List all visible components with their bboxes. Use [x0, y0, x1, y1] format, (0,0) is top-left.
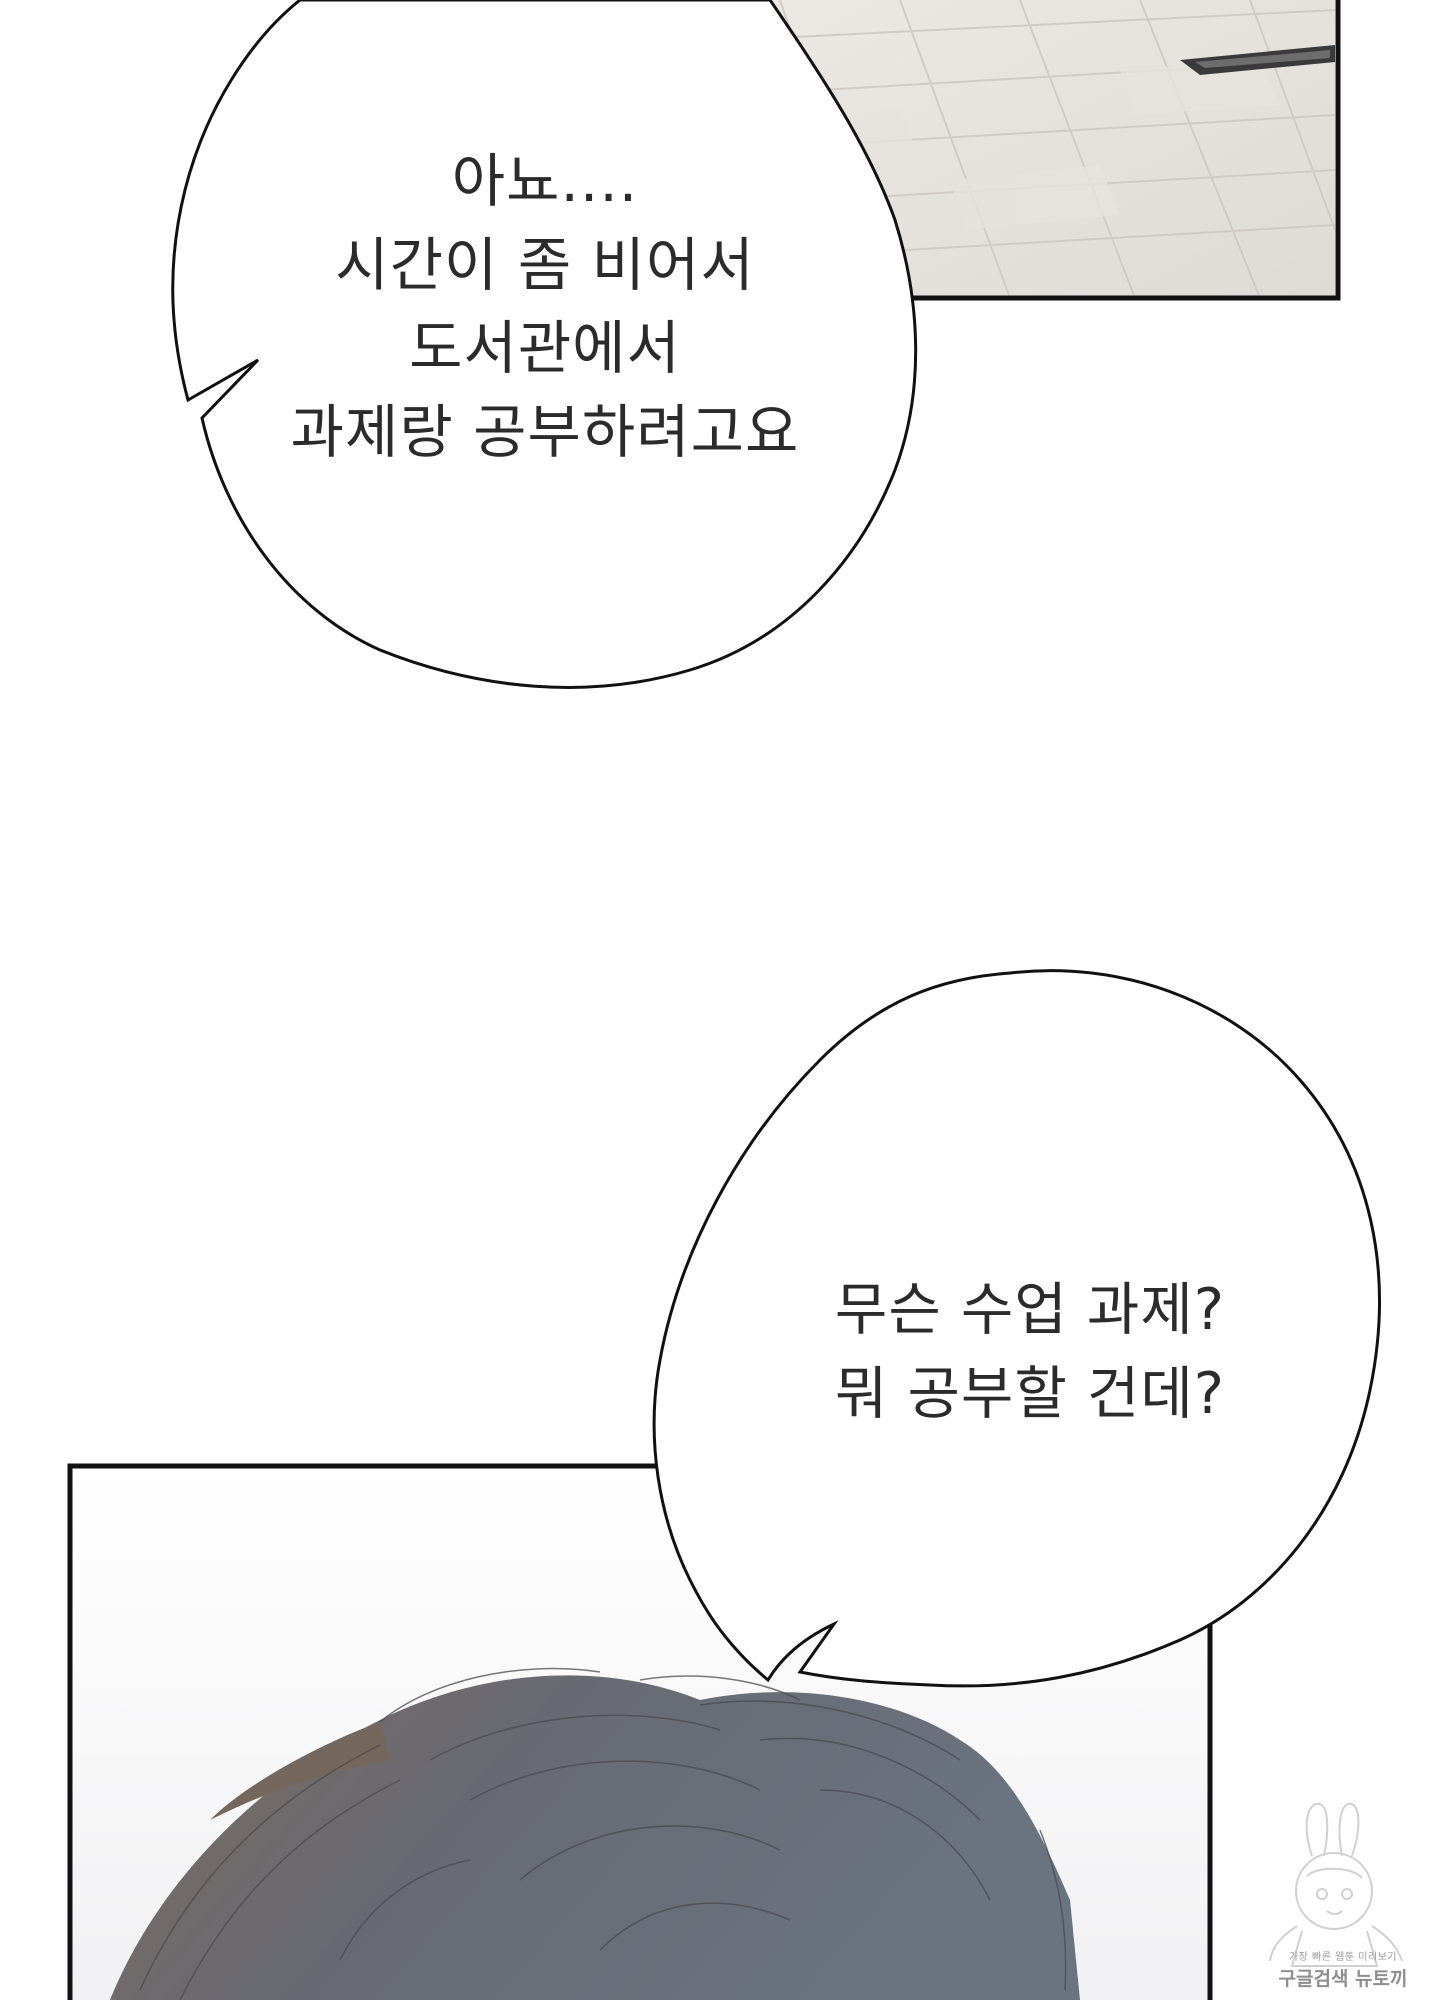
- dialogue-line: 뭐 공부할 건데?: [834, 1361, 1226, 1428]
- dialogue-line: 무슨 수업 과제?: [834, 1277, 1226, 1343]
- speech-bubble-top: 아뇨.... 시간이 좀 비어서 도서관에서 과제랑 공부하려고요: [200, 140, 890, 474]
- dialogue-line: 도서관에서: [409, 314, 681, 383]
- watermark-mascot-icon: [1269, 1802, 1403, 1967]
- dialogue-line: 과제랑 공부하려고요: [290, 397, 800, 466]
- watermark-small-text: 가장 빠른 웹툰 미리보기: [1288, 1952, 1398, 1963]
- speech-bubble-bottom: 무슨 수업 과제? 뭐 공부할 건데?: [770, 1268, 1290, 1437]
- watermark-large-text: 구글검색 뉴토끼: [1278, 1968, 1408, 1990]
- bottom-panel-art: [70, 1466, 1210, 2000]
- dialogue-line: 아뇨....: [451, 147, 639, 215]
- dialogue-line: 시간이 좀 비어서: [335, 230, 755, 299]
- speech-bubble-bottom-outline: [652, 969, 1381, 1688]
- speech-bubble-top-outline: [171, 0, 918, 689]
